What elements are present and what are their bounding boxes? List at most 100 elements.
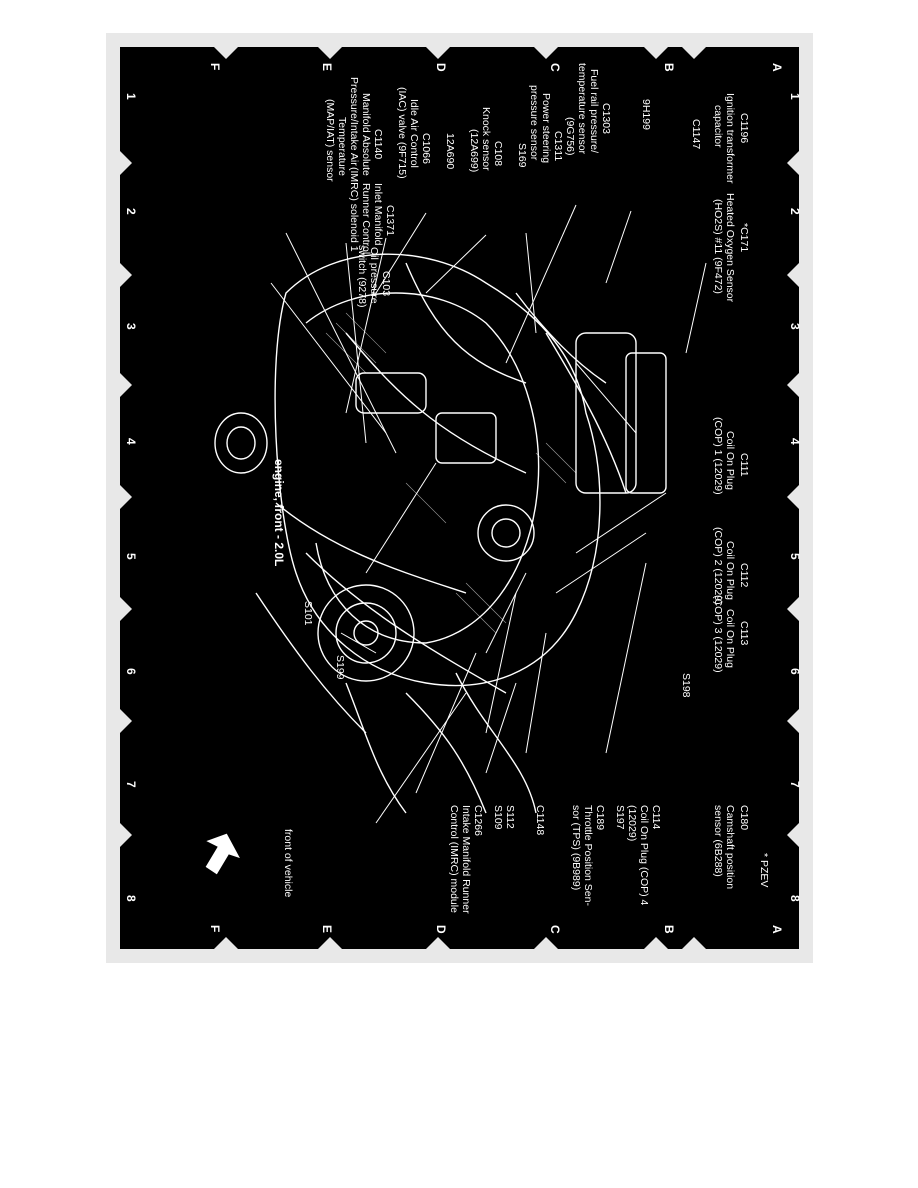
leader-lines	[270, 204, 707, 824]
label-c1303-desc1: Fuel rail pressure/	[588, 69, 600, 153]
label-c171-desc1: Heated Oxygen Sensor	[724, 193, 736, 303]
grid-num-2-bottom: 2	[124, 208, 138, 215]
label-c108: C108	[492, 141, 504, 166]
label-c1140-desc2: Pressure/Intake Air	[348, 77, 360, 166]
label-c1311: C1311	[552, 131, 564, 161]
label-c1303-desc3: (9G756)	[564, 117, 576, 156]
label-c189-desc1: Throttle Position Sen-	[582, 805, 594, 906]
border-markers	[120, 47, 799, 949]
label-c114: C114	[650, 805, 662, 829]
label-c189-desc2: sor (TPS) (9B989)	[570, 805, 582, 890]
label-s101: S101	[302, 601, 314, 626]
grid-letter-d-left: D	[434, 63, 448, 72]
label-c1371-desc2: Runner Control	[360, 183, 372, 254]
grid-letter-f-left: F	[208, 63, 222, 70]
label-c1311-desc2: pressure sensor	[528, 85, 540, 161]
diagram-title: engine, front - 2.0L	[272, 459, 286, 566]
label-c1303-desc2: temperature sensor	[576, 63, 588, 155]
diagram-frame: 1 2 3 4 5 6 7 8 1 2 3 4 5 6 7 8 A B C D …	[106, 33, 813, 963]
label-c1371-desc1: Inlet Manifold	[372, 183, 384, 246]
label-c111-desc1: Coil On Plug	[724, 431, 736, 490]
label-c1196-desc1: Ignition transformer	[724, 93, 736, 184]
label-c113-desc1: Coil On Plug	[724, 609, 736, 668]
label-c1140-desc3: Temperature	[336, 117, 348, 176]
grid-letter-f-right: F	[208, 925, 222, 932]
grid-letter-c-right: C	[548, 925, 562, 934]
label-s109: S109	[492, 805, 504, 830]
label-s197: S197	[614, 805, 626, 830]
label-c180-desc2: sensor (6B288)	[712, 805, 724, 877]
label-c171-desc2: (HO2S) #11 (9F472)	[712, 199, 724, 294]
label-c1148: C1148	[534, 805, 546, 835]
label-c108-desc1: Knock sensor	[480, 107, 492, 171]
label-c1266-desc2: Control (IMRC) module	[448, 805, 460, 913]
label-s198: S198	[680, 673, 692, 698]
label-c180-desc1: Camshaft position	[724, 805, 736, 889]
label-c108-desc2: (12A699)	[468, 129, 480, 172]
grid-letter-c-left: C	[548, 63, 562, 72]
grid-num-2-top: 2	[788, 208, 802, 215]
label-c1303: C1303	[600, 103, 612, 134]
engine-illustration	[214, 253, 667, 814]
labels-middle: *C171 Heated Oxygen Sensor (HO2S) #11 (9…	[272, 167, 750, 698]
label-12a690: 12A690	[444, 133, 456, 169]
label-c1066: C1066	[420, 133, 432, 164]
label-c180: C180	[738, 805, 750, 830]
label-c189: C189	[594, 805, 606, 830]
label-front-of-vehicle: front of vehicle	[282, 829, 294, 897]
label-c103-desc2: switch (9278)	[356, 245, 368, 307]
grid-num-1-bottom: 1	[124, 93, 138, 100]
label-c1311-desc1: Power steering	[540, 93, 552, 163]
grid-num-3-bottom: 3	[124, 323, 138, 330]
grid-num-7-top: 7	[788, 781, 802, 788]
grid-num-8-top: 8	[788, 895, 802, 902]
diagram-panel	[120, 47, 799, 949]
label-c1266: C1266	[472, 805, 484, 836]
grid-num-6-top: 6	[788, 668, 802, 675]
front-arrow-icon	[203, 832, 243, 876]
grid-letter-b-left: B	[662, 63, 676, 72]
label-c103-desc1: Oil pressure	[368, 247, 380, 304]
label-pzev: * PZEV	[758, 853, 770, 887]
label-c111-desc2: (COP) 1 (12029)	[712, 417, 724, 495]
grid-num-3-top: 3	[788, 323, 802, 330]
grid-num-5-bottom: 5	[124, 553, 138, 560]
label-c103: C103	[380, 271, 392, 296]
label-c1371-desc3: (IMRC) solenoid 1	[348, 167, 360, 252]
grid-num-5-top: 5	[788, 553, 802, 560]
label-c1196-desc2: capacitor	[712, 105, 724, 148]
label-c171: *C171	[738, 223, 750, 252]
label-s169: S169	[516, 143, 528, 168]
labels-right: C180 Camshaft position sensor (6B288) * …	[282, 805, 770, 914]
label-c111: C111	[738, 453, 750, 477]
label-c1266-desc1: Intake Manifold Runner	[460, 805, 472, 914]
grid-num-6-bottom: 6	[124, 668, 138, 675]
label-c113: C113	[738, 621, 750, 645]
label-c1140-desc1: Manifold Absolute	[360, 93, 372, 176]
grid-letter-e-right: E	[320, 925, 334, 933]
label-c112-desc2: (COP) 2 (12029)	[712, 527, 724, 605]
label-9h199: 9H199	[640, 99, 652, 130]
label-c1196: C1196	[738, 113, 750, 143]
label-c112: C112	[738, 563, 750, 587]
grid-num-4-bottom: 4	[124, 438, 138, 445]
grid-letter-d-right: D	[434, 925, 448, 934]
label-c114-desc2: (12029)	[626, 805, 638, 841]
grid-letters-left: A B C D E F	[208, 63, 784, 72]
label-c1066-desc1: Idle Air Control	[408, 99, 420, 168]
label-c1140-desc4: (MAP/IAT) sensor	[324, 99, 336, 182]
label-c1066-desc2: (IAC) valve (9F715)	[396, 87, 408, 179]
label-c113-desc2: (COP) 3 (12029)	[712, 595, 724, 673]
grid-num-7-bottom: 7	[124, 781, 138, 788]
grid-num-4-top: 4	[788, 438, 802, 445]
grid-letter-a-right: A	[770, 925, 784, 934]
grid-numbers-bottom: 1 2 3 4 5 6 7 8	[124, 93, 138, 902]
label-c114-desc1: Coil On Plug (COP) 4	[638, 805, 650, 906]
grid-numbers-top: 1 2 3 4 5 6 7 8	[788, 93, 802, 902]
label-c1140: C1140	[372, 129, 384, 159]
grid-letter-b-right: B	[662, 925, 676, 934]
grid-num-1-top: 1	[788, 93, 802, 100]
grid-letters-right: A B C D E F	[208, 925, 784, 934]
label-c1371: C1371	[384, 205, 396, 236]
grid-num-8-bottom: 8	[124, 895, 138, 902]
